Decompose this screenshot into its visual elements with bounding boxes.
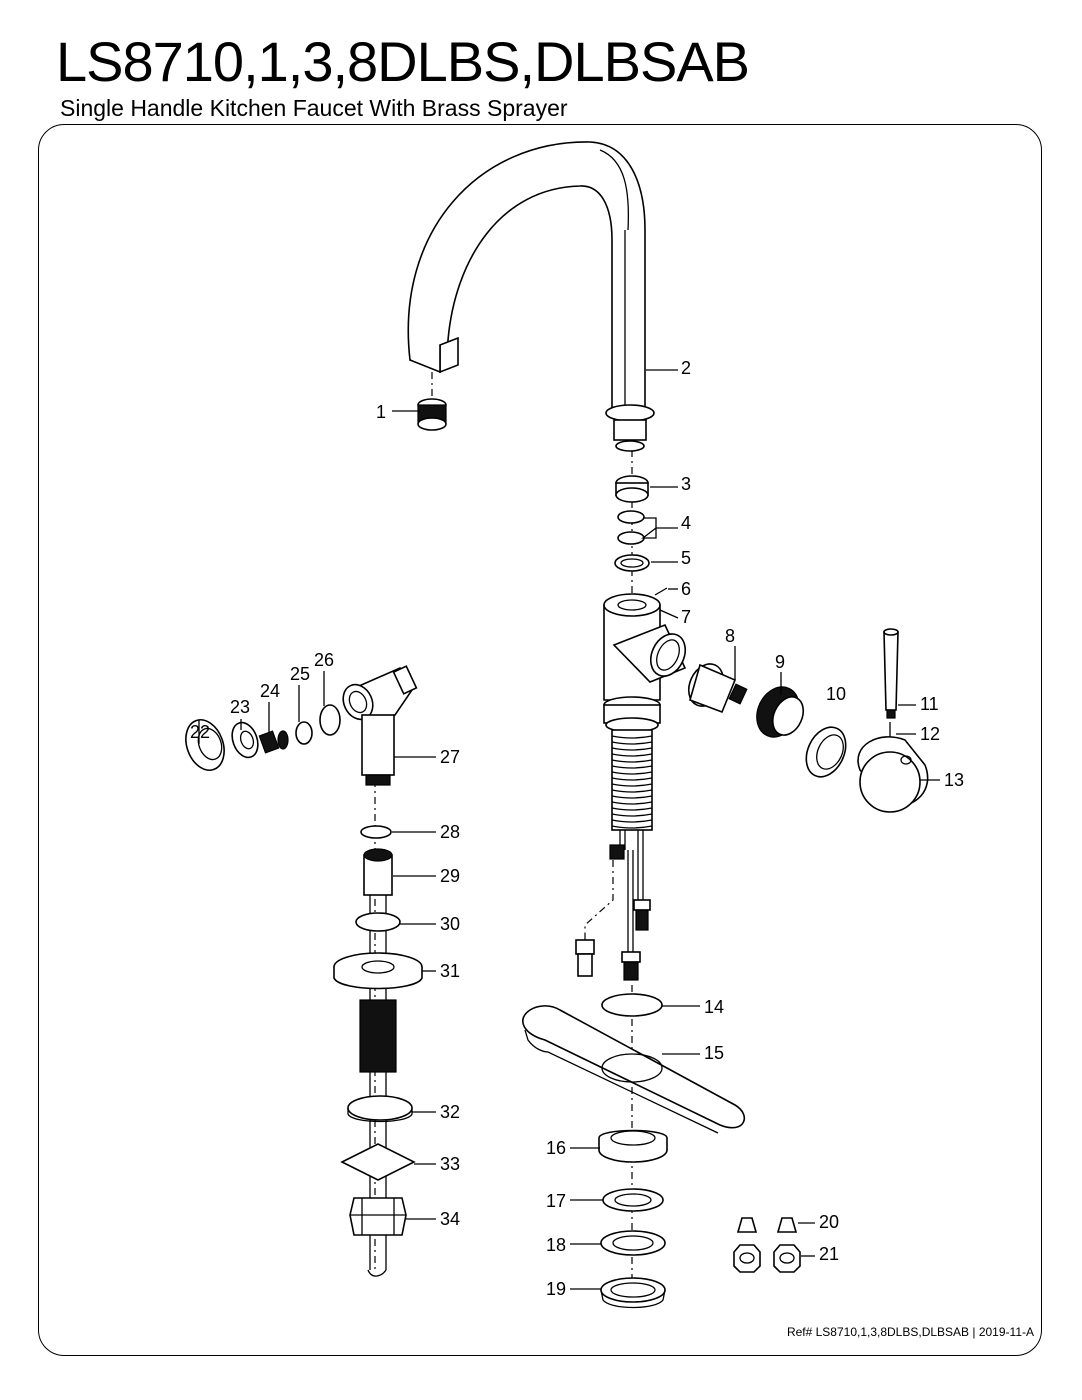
callout-13: 13 bbox=[944, 770, 964, 790]
callout-32: 32 bbox=[440, 1102, 460, 1122]
mounting-ring-part bbox=[598, 1129, 668, 1163]
cap-part bbox=[805, 726, 847, 778]
hose-connector-part bbox=[363, 848, 393, 896]
callout-10: 10 bbox=[826, 684, 846, 704]
sprayer-o-ring-part bbox=[295, 721, 313, 745]
callout-9: 9 bbox=[775, 652, 785, 672]
ring-part bbox=[614, 554, 650, 572]
callout-6: 6 bbox=[681, 579, 691, 599]
cartridge-part bbox=[687, 663, 748, 714]
sprayer-plate-part bbox=[340, 1143, 416, 1181]
callout-11: 11 bbox=[920, 694, 939, 714]
callout-34: 34 bbox=[440, 1209, 460, 1229]
leader-line-7 bbox=[659, 609, 679, 619]
mounting-nut-part bbox=[600, 1277, 666, 1309]
aerator-part bbox=[417, 398, 447, 431]
faucet-body-part bbox=[575, 593, 687, 981]
callout-12: 12 bbox=[920, 724, 940, 744]
spout-part bbox=[407, 141, 655, 452]
callout-18: 18 bbox=[546, 1235, 566, 1255]
callout-24: 24 bbox=[260, 681, 280, 701]
diagram-frame bbox=[38, 124, 1042, 1356]
compression-nut-part bbox=[733, 1244, 801, 1273]
sprayer-base-part bbox=[333, 952, 423, 990]
callout-33: 33 bbox=[440, 1154, 460, 1174]
callout-2: 2 bbox=[681, 358, 691, 378]
callout-26: 26 bbox=[314, 650, 334, 670]
page-title: LS8710,1,3,8DLBS,DLBSAB bbox=[56, 30, 750, 93]
sprayer-gasket-part bbox=[347, 1095, 413, 1123]
deck-plate-part bbox=[522, 1005, 746, 1134]
callout-27: 27 bbox=[440, 747, 460, 767]
callout-31: 31 bbox=[440, 961, 460, 981]
sprayer-washer-part bbox=[319, 704, 341, 736]
hose-o-ring-part bbox=[360, 825, 392, 839]
o-ring-part bbox=[617, 531, 645, 545]
gasket-part bbox=[601, 993, 663, 1017]
callout-28: 28 bbox=[440, 822, 460, 842]
callout-4: 4 bbox=[681, 513, 691, 533]
washer-part bbox=[602, 1188, 664, 1212]
washer-part bbox=[600, 1230, 666, 1256]
leader-line-4 bbox=[641, 517, 678, 539]
spray-face-part bbox=[185, 719, 225, 771]
screen-part bbox=[258, 730, 289, 754]
callout-25: 25 bbox=[290, 664, 310, 684]
ferrule-part bbox=[736, 1217, 798, 1233]
bonnet-nut-part bbox=[756, 686, 805, 738]
sprayer-nut-part bbox=[349, 1197, 407, 1236]
callout-17: 17 bbox=[546, 1191, 566, 1211]
spray-disc-part bbox=[231, 721, 259, 759]
reference-footer: Ref# LS8710,1,3,8DLBS,DLBSAB | 2019-11-A bbox=[786, 1325, 1034, 1339]
callout-1: 1 bbox=[376, 402, 386, 422]
lever-part bbox=[883, 628, 899, 745]
callout-21: 21 bbox=[819, 1244, 839, 1264]
handle-part bbox=[857, 736, 929, 813]
o-ring-part bbox=[617, 510, 645, 524]
callout-5: 5 bbox=[681, 548, 691, 568]
callout-23: 23 bbox=[230, 697, 250, 717]
axis-lines bbox=[374, 372, 633, 1300]
callout-29: 29 bbox=[440, 866, 460, 886]
callout-15: 15 bbox=[704, 1043, 724, 1063]
callout-20: 20 bbox=[819, 1212, 839, 1232]
set-screw-part bbox=[654, 587, 668, 596]
callout-8: 8 bbox=[725, 626, 735, 646]
sprayer-body-part bbox=[342, 665, 418, 786]
callout-7: 7 bbox=[681, 607, 691, 627]
hose-washer-part bbox=[355, 912, 401, 932]
callout-22: 22 bbox=[190, 722, 210, 742]
page-subtitle: Single Handle Kitchen Faucet With Brass … bbox=[60, 95, 568, 121]
callout-14: 14 bbox=[704, 997, 724, 1017]
callout-3: 3 bbox=[681, 474, 691, 494]
callout-19: 19 bbox=[546, 1279, 566, 1299]
callout-30: 30 bbox=[440, 914, 460, 934]
leader-lines bbox=[198, 369, 940, 1290]
nut-part bbox=[615, 475, 649, 503]
callout-16: 16 bbox=[546, 1138, 566, 1158]
